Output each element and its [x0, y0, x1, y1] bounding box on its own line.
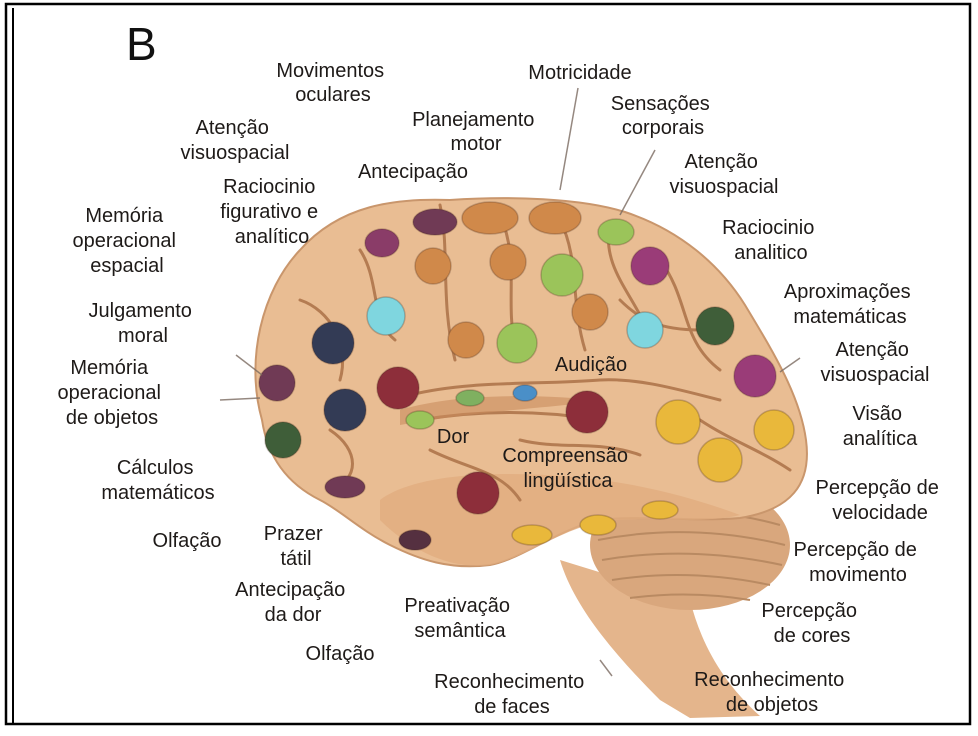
dot-orange-6 [572, 294, 608, 330]
dot-yellow-4 [512, 525, 552, 545]
dot-plum-3 [365, 229, 399, 257]
dot-cyan-1 [367, 297, 405, 335]
dot-plum-1 [259, 365, 295, 401]
dot-cyan-2 [627, 312, 663, 348]
dot-yellow-5 [580, 515, 616, 535]
label-olfacao-2: Olfação [306, 643, 375, 665]
dot-plum-4 [325, 476, 365, 498]
dot-orange-5 [448, 322, 484, 358]
dot-magenta-1 [631, 247, 669, 285]
dot-orange-3 [415, 248, 451, 284]
label-audicao: Audição [555, 354, 627, 376]
panel-letter: B [126, 18, 157, 70]
dot-lime-2 [497, 323, 537, 363]
dot-green-1 [265, 422, 301, 458]
dot-lime-3 [598, 219, 634, 245]
label-dor: Dor [437, 426, 470, 448]
label-memoria-operacional-objetos: Memória operacional de objetos [58, 357, 167, 429]
label-olfacao-1: Olfação [153, 530, 222, 552]
dot-yellow-1 [656, 400, 700, 444]
dot-orange-4 [490, 244, 526, 280]
dot-maroon-1 [377, 367, 419, 409]
label-raciocinio-figurativo: Raciocinio figurativo e analítico [220, 176, 323, 248]
dot-plum-2 [413, 209, 457, 235]
dot-maroon-3 [457, 472, 499, 514]
dot-magenta-2 [734, 355, 776, 397]
dot-yellow-3 [754, 410, 794, 450]
dot-lime-4 [406, 411, 434, 429]
dot-yellow-6 [642, 501, 678, 519]
dot-orange-1 [462, 202, 518, 234]
dot-navy-2 [324, 389, 366, 431]
dot-yellow-2 [698, 438, 742, 482]
dot-plum-5 [399, 530, 431, 550]
dot-green-3 [696, 307, 734, 345]
label-antecipacao: Antecipação [358, 161, 468, 183]
label-motricidade: Motricidade [528, 62, 631, 84]
dot-blue-1 [513, 385, 537, 401]
dot-lime-1 [541, 254, 583, 296]
dot-navy-1 [312, 322, 354, 364]
dot-orange-2 [529, 202, 581, 234]
dot-green-2 [456, 390, 484, 406]
dot-maroon-2 [566, 391, 608, 433]
